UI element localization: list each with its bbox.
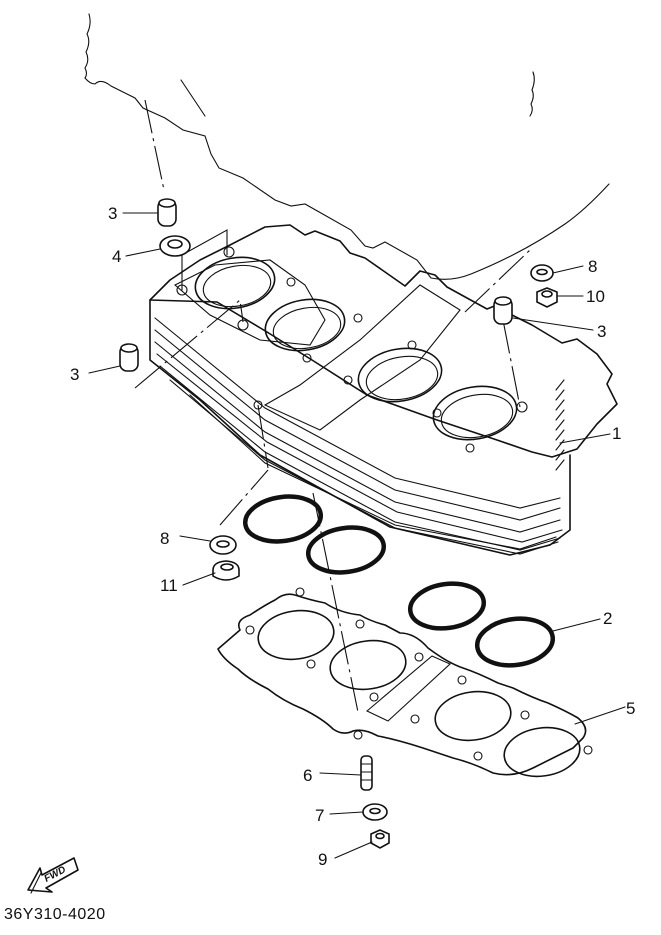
crankcase-outline [84,13,610,280]
nut-11 [212,560,240,581]
callout-7: 7 [315,806,325,825]
callout-11: 11 [160,576,178,595]
cylinder-bores [194,256,518,441]
callout-3-lower: 3 [70,365,80,384]
diagram-code: 36Y310-4020 [4,906,106,923]
cylinder-gasket [217,587,593,778]
callout-6: 6 [303,766,313,785]
o-rings [242,494,556,668]
callout-4: 4 [112,247,122,266]
callout-10: 10 [586,287,605,306]
washer-4 [159,235,191,257]
stud-holes [176,246,528,453]
alignment-lines [134,99,531,713]
callout-3-upper: 3 [108,204,118,223]
washer-7 [362,803,388,821]
callout-8-upper: 8 [588,257,598,276]
callout-2: 2 [603,609,613,628]
dowel-pin-upper-left [157,198,177,227]
nut-10 [536,287,558,308]
cylinder-block [149,224,618,556]
washer-8-left [209,535,237,555]
dowel-pin-lower-left [119,343,139,372]
washer-8-upper [530,264,554,282]
leader-lines [88,212,626,859]
nut-9 [370,829,390,849]
callout-5: 5 [626,699,636,718]
fin-hatching [555,379,565,471]
dowel-pin-right [493,296,513,325]
callout-9: 9 [318,850,328,869]
forward-arrow-icon [27,857,79,894]
callout-8-left: 8 [160,529,170,548]
callout-3-right: 3 [597,322,607,341]
callout-1: 1 [612,424,622,443]
stud-bolt-6 [360,755,373,791]
